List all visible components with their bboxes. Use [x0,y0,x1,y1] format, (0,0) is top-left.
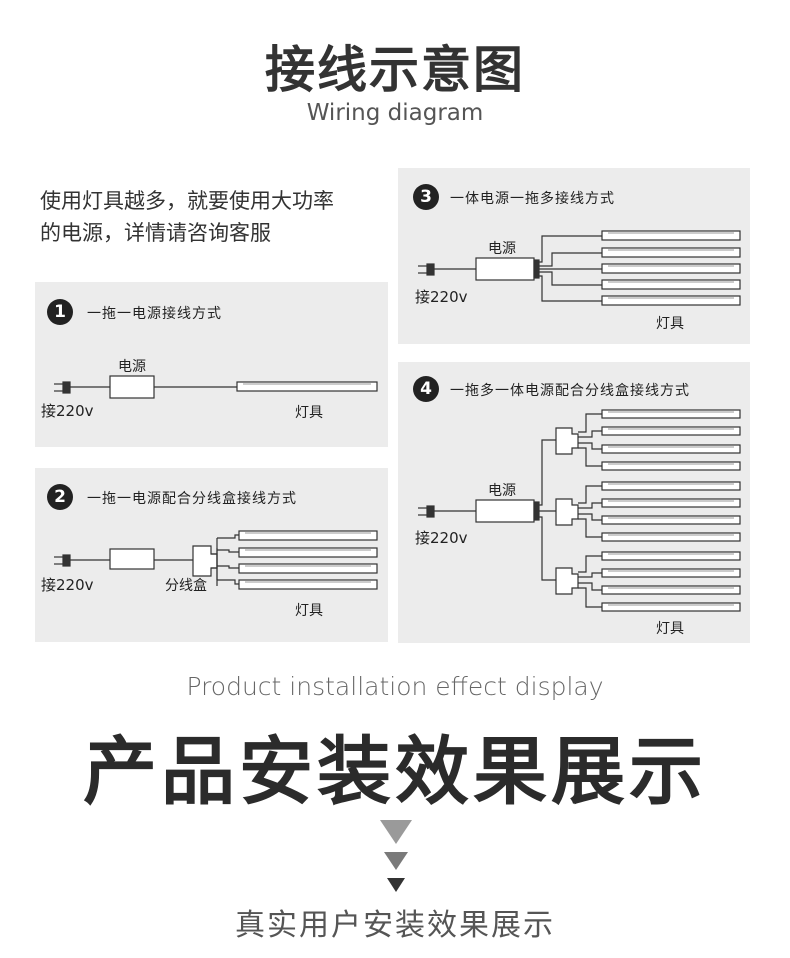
panel-4-wiring [418,409,741,612]
panel-1-number-badge: 1 [47,299,73,325]
panel-3-lamps-label: 灯具 [656,316,684,332]
intro-line-2: 的电源，详情请咨询客服 [40,221,271,245]
panel-3-input-label: 接220v [415,288,468,306]
panel-1-wiring [54,375,378,399]
panel-3-number-badge: 3 [413,184,439,210]
panel-1-power-label: 电源 [118,359,146,375]
panel-1-lamps-label: 灯具 [295,405,323,421]
intro-line-1: 使用灯具越多，就要使用大功率 [40,189,334,213]
panel-4-title: 一拖多一体电源配合分线盒接线方式 [450,383,690,399]
panel-2-input-label: 接220v [41,576,94,594]
panel-4-power-label: 电源 [488,483,516,499]
panel-3: 3 一体电源一拖多接线方式 电源 接220v 灯具 [398,168,750,344]
panel-2-number-badge: 2 [47,484,73,510]
panel-1-title: 一拖一电源接线方式 [87,306,222,322]
panel-4-number-badge: 4 [413,376,439,402]
panel-3-wiring [418,230,741,306]
panel-2-junction-label: 分线盒 [165,578,207,594]
panel-2: 2 一拖一电源配合分线盒接线方式 接220v 分线盒 灯具 [35,468,388,642]
panel-1-input-label: 接220v [41,402,94,420]
down-arrows-icon [380,820,412,892]
display-title-cn: 产品安装效果展示 [83,729,707,815]
panel-4-input-label: 接220v [415,529,468,547]
panel-4: 4 一拖多一体电源配合分线盒接线方式 电源 接220v 灯具 [398,362,750,643]
panel-3-power-label: 电源 [488,241,516,257]
page-subtitle: Wiring diagram [306,100,484,126]
display-footer: 真实用户安装效果展示 [235,908,555,943]
panel-2-title: 一拖一电源配合分线盒接线方式 [87,491,297,507]
display-title-en: Product installation effect display [186,672,604,701]
panel-2-wiring [54,530,378,590]
panel-1: 1 一拖一电源接线方式 电源 接220v 灯具 [35,282,388,447]
page-title: 接线示意图 [265,41,525,99]
panel-3-title: 一体电源一拖多接线方式 [450,191,615,207]
intro-text: 使用灯具越多，就要使用大功率 的电源，详情请咨询客服 [40,185,390,249]
panel-4-lamps-label: 灯具 [656,621,684,637]
panel-2-lamps-label: 灯具 [295,603,323,619]
